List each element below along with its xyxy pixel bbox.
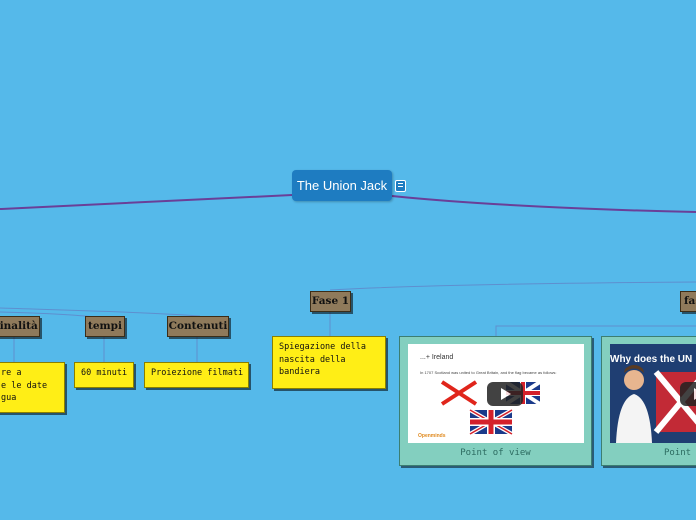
note-icon[interactable]: [395, 180, 406, 192]
video-caption: Point of view: [400, 448, 591, 458]
brand-logo: Openminds: [418, 433, 446, 439]
play-button-icon[interactable]: [680, 382, 696, 406]
video-caption: Point: [664, 448, 696, 458]
topic-contenuti[interactable]: Contenuti: [167, 316, 229, 337]
video-thumbnail[interactable]: Why does the UN: [610, 344, 696, 443]
topic-fase-1[interactable]: Fase 1: [310, 291, 351, 312]
play-button-icon[interactable]: [487, 382, 523, 406]
note-contenuti[interactable]: Proiezione filmati: [144, 362, 249, 388]
note-fase-1[interactable]: Spiegazione della nascita della bandiera: [272, 336, 386, 389]
topic-finalita[interactable]: Finalità: [0, 316, 40, 337]
note-tempi[interactable]: 60 minuti: [74, 362, 134, 388]
note-finalita[interactable]: re a e le date gua: [0, 362, 65, 413]
video-thumbnail[interactable]: ...+ Ireland In 1707 Scotland was united…: [408, 344, 584, 443]
root-topic[interactable]: The Union Jack: [292, 170, 392, 201]
video-card-2[interactable]: Why does the UN Point: [601, 336, 696, 466]
video-card-1[interactable]: ...+ Ireland In 1707 Scotland was united…: [399, 336, 592, 466]
topic-tempi[interactable]: tempi: [85, 316, 125, 337]
topic-fase-2[interactable]: fase 2: [680, 291, 696, 312]
